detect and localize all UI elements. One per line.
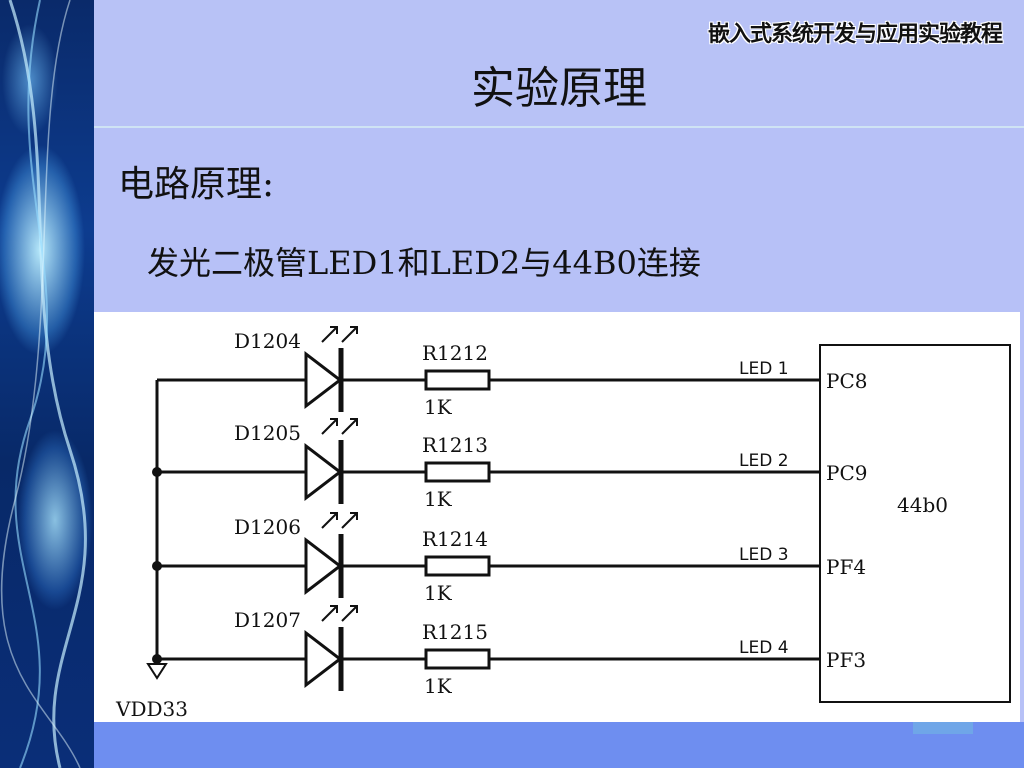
resistor-label: R1212 [422, 341, 488, 365]
decorative-side-art [0, 0, 94, 768]
resistor-label: R1215 [422, 620, 488, 644]
slide-title: 实验原理 [471, 63, 647, 114]
resistor-symbol [424, 461, 491, 483]
supply-label: VDD33 [115, 697, 188, 721]
course-title: 嵌入式系统开发与应用实验教程 [707, 22, 1003, 47]
pin-label: PF4 [826, 555, 866, 579]
chip-box [819, 344, 1011, 703]
resistor-label: R1213 [422, 433, 488, 457]
section-heading: 电路原理: [118, 164, 275, 205]
resistor-symbol [424, 369, 491, 391]
light-arrow-head-icon [350, 605, 358, 613]
light-arrow-head-icon [330, 326, 338, 334]
diode-label: D1207 [234, 608, 301, 632]
diode-symbol [304, 350, 343, 410]
light-arrow-head-icon [330, 605, 338, 613]
light-arrow-icon [341, 418, 358, 435]
light-arrow-head-icon [330, 512, 338, 520]
resistor-symbol [424, 648, 491, 670]
net-label: LED 1 [739, 359, 789, 379]
description-text: 发光二极管LED1和LED2与44B0连接 [147, 244, 701, 282]
light-arrow-icon [341, 512, 358, 529]
light-arrow-icon [341, 326, 358, 343]
light-arrow-icon [341, 605, 358, 622]
light-arrow-icon [321, 326, 338, 343]
resistor-symbol [424, 555, 491, 577]
net-label: LED 2 [739, 451, 789, 471]
resistor-value: 1K [424, 674, 453, 698]
light-arrow-head-icon [330, 418, 338, 426]
net-label: LED 3 [739, 545, 789, 565]
light-arrow-icon [321, 512, 338, 529]
light-arrow-icon [321, 605, 338, 622]
resistor-value: 1K [424, 395, 453, 419]
light-arrow-icon [321, 418, 338, 435]
header-band [94, 0, 1024, 126]
diode-symbol [304, 442, 343, 502]
pin-label: PF3 [826, 648, 866, 672]
resistor-value: 1K [424, 487, 453, 511]
diode-label: D1206 [234, 515, 301, 539]
pin-label: PC8 [826, 369, 867, 393]
diode-label: D1204 [234, 329, 301, 353]
footer-band [94, 722, 1024, 768]
light-arrow-head-icon [350, 326, 358, 334]
header-divider [94, 126, 1024, 128]
net-label: LED 4 [739, 638, 789, 658]
resistor-value: 1K [424, 581, 453, 605]
junction-dot [152, 654, 162, 664]
light-arrow-head-icon [350, 418, 358, 426]
vdd-symbol [146, 663, 168, 680]
junction-dot [152, 467, 162, 477]
chip-label: 44b0 [897, 493, 948, 517]
pin-label: PC9 [826, 461, 867, 485]
light-arrow-head-icon [350, 512, 358, 520]
diode-symbol [304, 629, 343, 689]
resistor-label: R1214 [422, 527, 488, 551]
diode-symbol [304, 536, 343, 596]
diode-label: D1205 [234, 421, 301, 445]
junction-dot [152, 561, 162, 571]
light-streaks [0, 0, 87, 768]
